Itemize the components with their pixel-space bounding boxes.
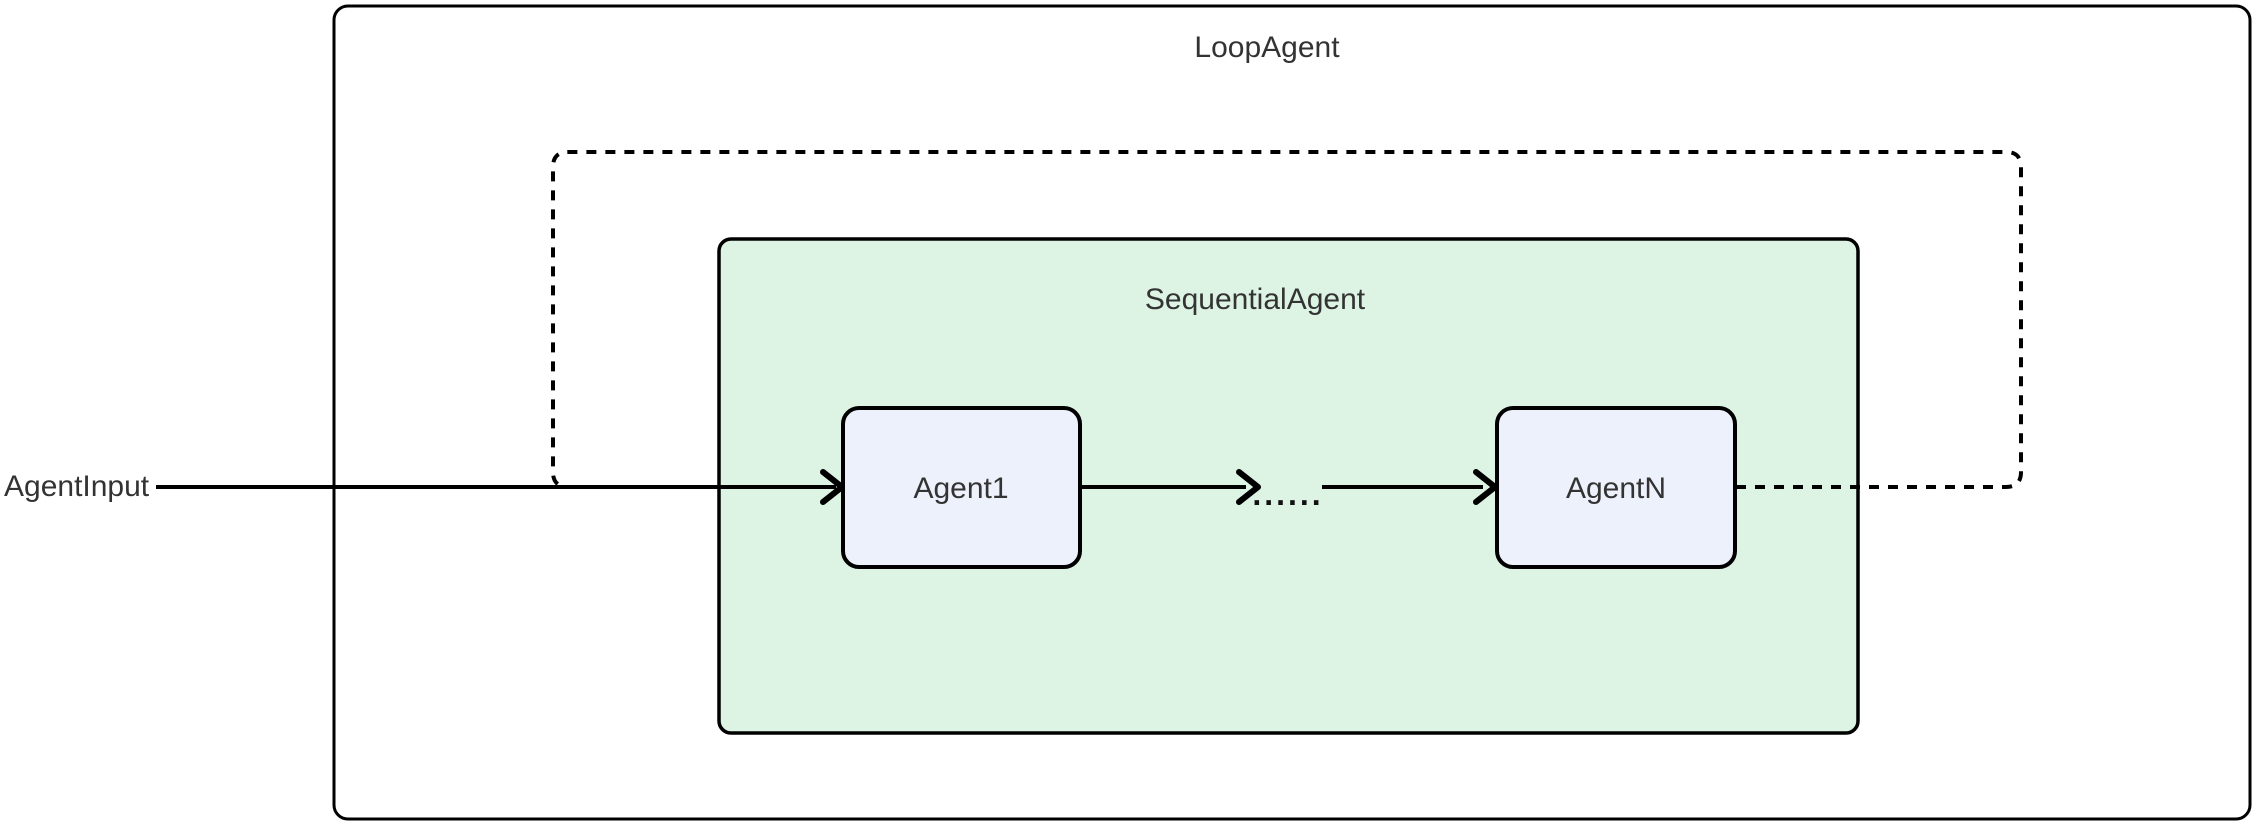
agent-input-label: AgentInput (4, 470, 150, 503)
node-agentn-label: AgentN (1565, 472, 1667, 505)
loop-back-dashed-path (551, 150, 2023, 489)
sequential-agent-title: SequentialAgent (1144, 283, 1366, 316)
loop-agent-title: LoopAgent (1194, 31, 1340, 64)
node-agentn-box (1495, 406, 1737, 569)
ellipsis-label: ...... (1252, 476, 1324, 512)
node-agent1-box (841, 406, 1082, 569)
node-agent1-label: Agent1 (913, 472, 1009, 505)
arrow-agent1-to-ellipsis-head (1236, 469, 1261, 505)
